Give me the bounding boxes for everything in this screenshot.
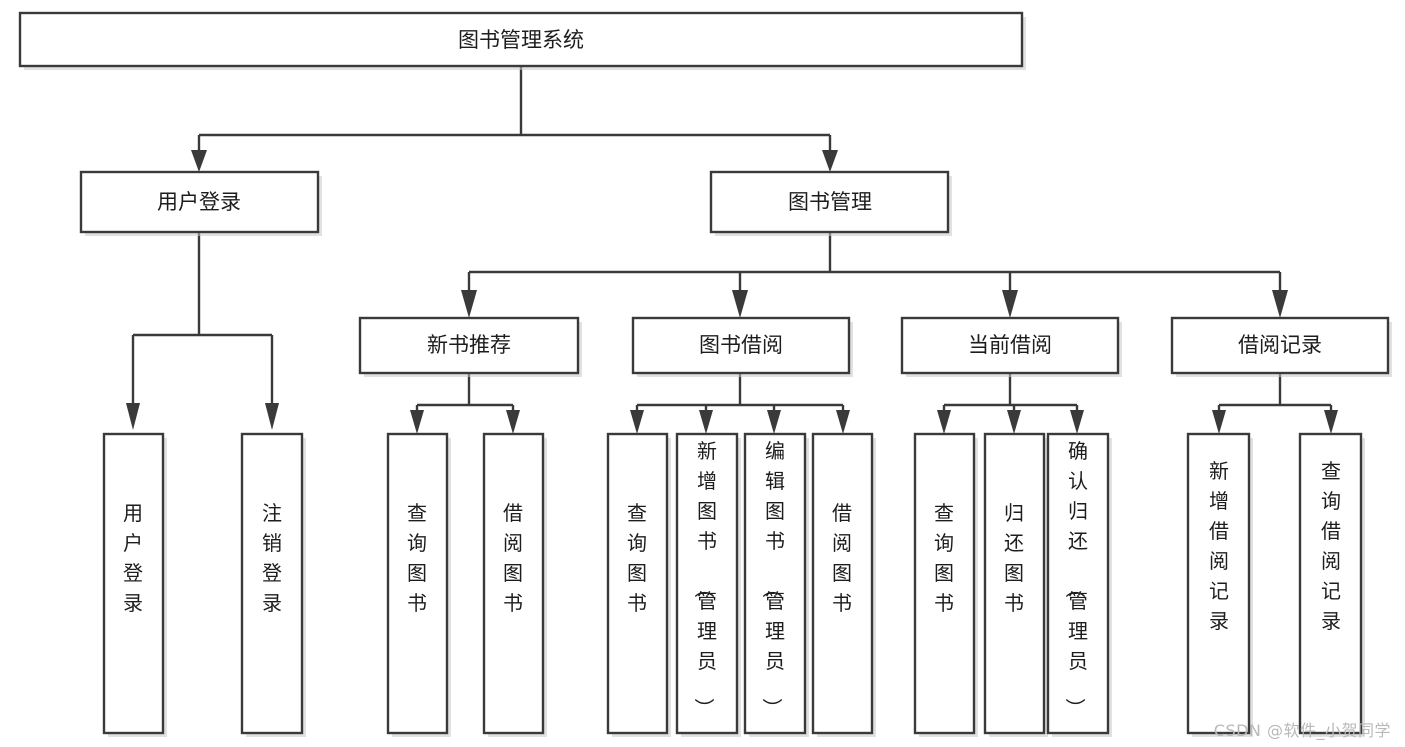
node-borrow-record-label: 借阅记录 [1238,333,1322,357]
leaf-label: 归还图书 [1004,501,1024,615]
node-book-manage-box [709,170,950,234]
arrow-head-new-book [461,290,477,318]
arrow-head-leaf-c3 [1070,410,1084,434]
arrow-head-leaf-r2 [1324,410,1338,434]
node-root-box [18,11,1024,68]
node-book-manage-label: 图书管理 [788,190,872,214]
node-book-borrow-box [631,316,851,375]
arrow-head-leaf-c2 [1007,410,1021,434]
node-user-login-label: 用户登录 [157,190,241,214]
leaf-label: 注销登录 [262,501,282,615]
node-user-login-box [79,170,320,234]
arrow-head-book-manage [822,150,838,172]
leaf-box [386,432,449,735]
leaf-box [811,432,874,735]
leaf-label: 编辑图书（管理员） [760,439,785,718]
leaf-box [675,432,739,735]
node-borrow-record-box [1170,316,1390,375]
leaf-node[interactable]: 借阅图书 [482,432,547,737]
arrow-head-leaf-u1 [126,403,140,430]
leaf-label: 用户登录 [123,501,143,615]
node-user-login[interactable]: 用户登录 [79,170,322,236]
leaf-node[interactable]: 查询图书 [606,432,671,737]
leaf-node[interactable]: 用户登录 [102,432,167,737]
arrow-head-leaf-n1 [410,410,424,434]
arrow-head-user-login [191,150,207,172]
leaf-label: 确认归还（管理员） [1063,439,1088,718]
arrow-head-leaf-n2 [506,410,520,434]
arrow-head-leaf-b1 [630,410,644,434]
node-borrow-record[interactable]: 借阅记录 [1170,316,1392,377]
arrow-head-leaf-c1 [937,410,951,434]
node-book-borrow[interactable]: 图书借阅 [631,316,853,377]
arrow-head-leaf-u2 [265,403,279,430]
leaf-box [1186,432,1251,735]
node-root-label: 图书管理系统 [458,28,584,52]
connector-group [126,66,1338,434]
arrow-head-leaf-r1 [1212,410,1226,434]
leaf-box [913,432,976,735]
arrow-head-book-borrow [732,290,748,318]
leaf-node[interactable]: 查询借阅记录 [1298,432,1365,737]
leaf-box [1046,432,1110,735]
leaf-label: 查询图书 [627,501,647,615]
arrow-head-leaf-b4 [836,410,850,434]
node-current-borrow-box [900,316,1120,375]
leaf-box [1298,432,1363,735]
node-current-borrow-label: 当前借阅 [968,333,1052,357]
node-new-book-recommend[interactable]: 新书推荐 [358,316,582,377]
leaf-label: 查询图书 [934,501,954,615]
node-new-book-recommend-label: 新书推荐 [427,333,511,357]
leaf-label: 借阅图书 [503,501,523,615]
arrow-head-current-borrow [1002,290,1018,318]
leaf-node[interactable]: 新增图书（管理员） [675,432,741,737]
leaf-label: 查询图书 [407,501,427,615]
leaf-node[interactable]: 编辑图书（管理员） [743,432,809,737]
leaf-node[interactable]: 确认归还（管理员） [1046,432,1112,737]
leaf-node[interactable]: 新增借阅记录 [1186,432,1253,737]
leaf-node[interactable]: 借阅图书 [811,432,876,737]
leaf-label: 新增图书（管理员） [692,439,717,718]
leaf-box [482,432,545,735]
leaf-box [983,432,1046,735]
node-book-borrow-label: 图书借阅 [699,333,783,357]
arrow-head-leaf-b2 [699,410,713,434]
leaf-box [240,432,304,735]
leaf-box [102,432,165,735]
node-book-manage[interactable]: 图书管理 [709,170,952,236]
leaf-label: 借阅图书 [832,501,852,615]
leaf-node[interactable]: 归还图书 [983,432,1048,737]
node-new-book-recommend-box [358,316,580,375]
leaf-box [606,432,669,735]
leaf-node[interactable]: 查询图书 [386,432,451,737]
leaf-label: 查询借阅记录 [1321,459,1341,633]
leaf-box [743,432,807,735]
leaf-label: 新增借阅记录 [1209,459,1229,633]
arrow-head-borrow-record [1272,290,1288,318]
node-root[interactable]: 图书管理系统 [18,11,1026,70]
leaf-node[interactable]: 注销登录 [240,432,306,737]
node-current-borrow[interactable]: 当前借阅 [900,316,1122,377]
leaf-node[interactable]: 查询图书 [913,432,978,737]
arrow-head-leaf-b3 [767,410,781,434]
